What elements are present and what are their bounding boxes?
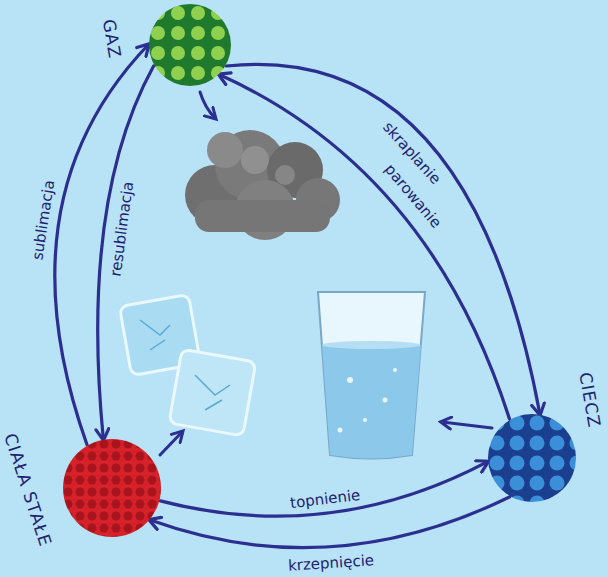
cloud bbox=[185, 130, 340, 240]
transition-arrow bbox=[160, 462, 487, 516]
solid-circle: CIAŁA STAŁE bbox=[62, 438, 162, 538]
liquid-circle: CIECZ bbox=[487, 413, 577, 503]
state-label: GAZ bbox=[99, 18, 126, 60]
ice-cubes bbox=[119, 294, 255, 436]
pointer-arrow bbox=[442, 422, 492, 428]
transition-arrow bbox=[98, 66, 154, 439]
pointer-arrow bbox=[200, 92, 215, 118]
particle-circle bbox=[487, 413, 577, 503]
transition-label: krzepnięcie bbox=[287, 551, 374, 575]
transition-arrow bbox=[220, 75, 510, 419]
transition-arrow bbox=[226, 64, 539, 413]
transition-label: sublimacja bbox=[28, 179, 58, 261]
water-glass bbox=[318, 292, 425, 459]
gas-circle: GAZ bbox=[148, 3, 232, 87]
particle-circle bbox=[62, 438, 162, 538]
transition-label: resublimacja bbox=[107, 180, 138, 277]
state-label: CIECZ bbox=[575, 371, 604, 430]
particle-circle bbox=[148, 3, 232, 87]
state-label: CIAŁA STAŁE bbox=[0, 431, 55, 549]
pointer-arrow bbox=[160, 432, 182, 455]
